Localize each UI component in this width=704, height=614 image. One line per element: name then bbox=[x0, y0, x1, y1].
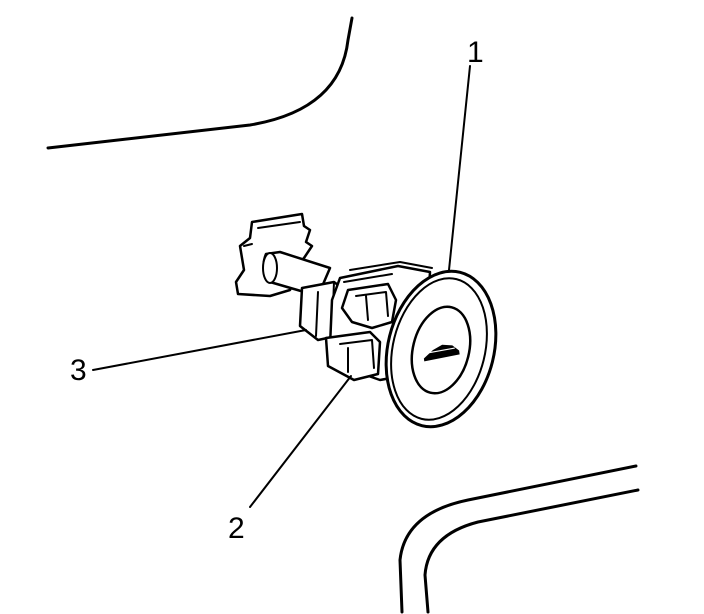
body-panel-upper-outline bbox=[46, 16, 354, 150]
leader-line-2 bbox=[249, 375, 352, 508]
callout-label-1: 1 bbox=[467, 36, 484, 69]
leader-line-1 bbox=[448, 65, 471, 271]
body-panel-lower-outline bbox=[398, 464, 640, 614]
callout-label-3: 3 bbox=[70, 354, 87, 387]
leader-line-3 bbox=[92, 329, 307, 371]
trunk-icon bbox=[423, 344, 460, 362]
callout-label-2: 2 bbox=[228, 512, 245, 545]
upper-retaining-clip bbox=[340, 282, 398, 330]
